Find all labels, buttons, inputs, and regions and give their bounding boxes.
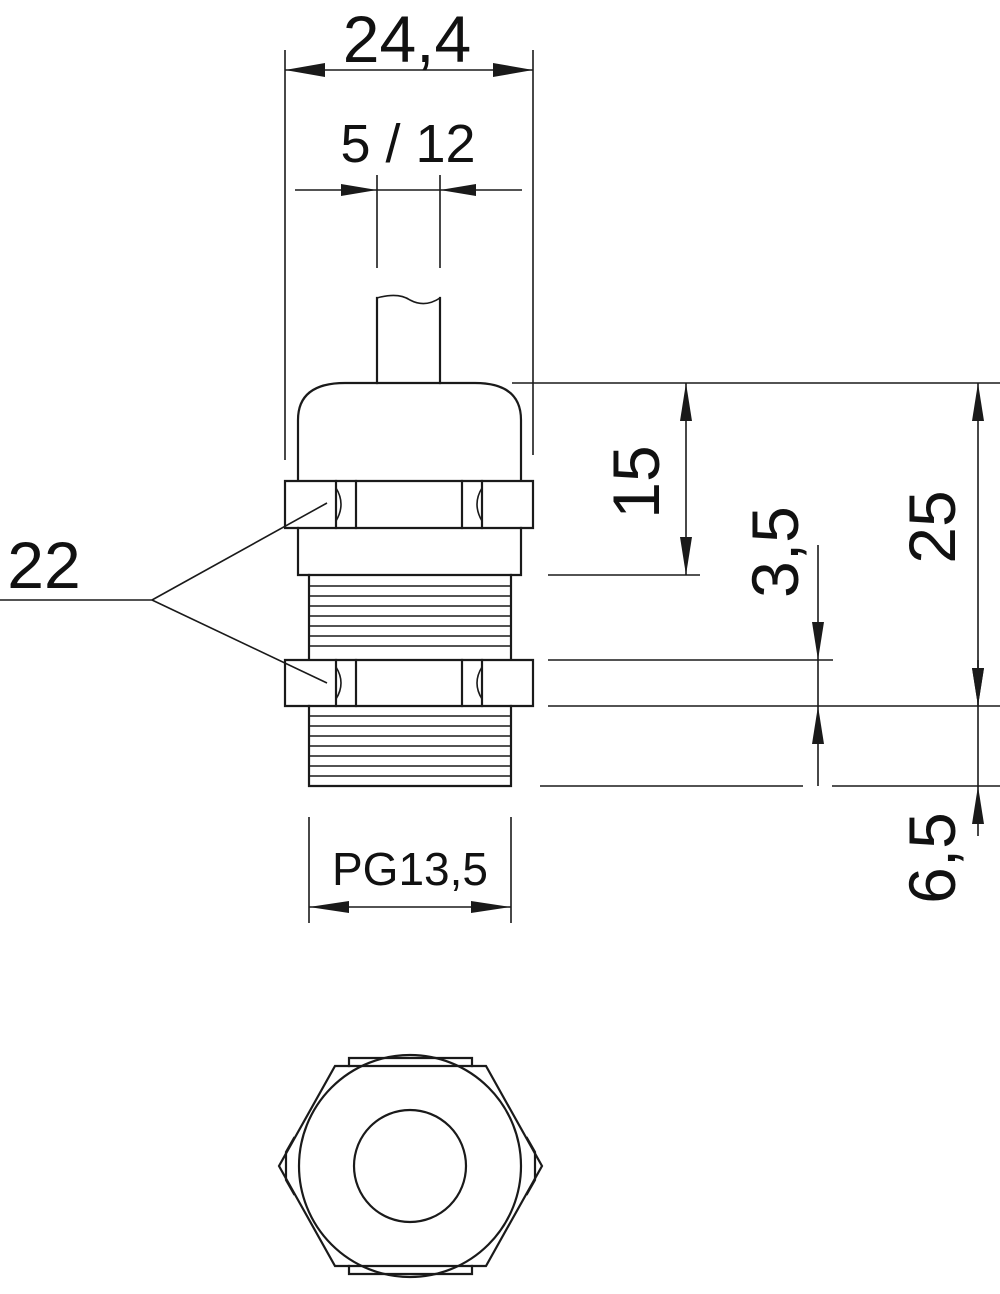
- thread-length-label: 6,5: [895, 812, 969, 904]
- cap-height-label: 15: [599, 445, 673, 518]
- extension-lines: [512, 382, 1000, 787]
- upper-hex-nut: [283, 479, 535, 530]
- lower-hex-nut: [283, 658, 535, 708]
- dimension-cap-height: 15: [599, 383, 692, 575]
- dimension-thread-length: 6,5: [895, 660, 984, 904]
- total-height-label: 25: [895, 490, 969, 563]
- dimension-locknut-height: 3,5: [738, 506, 824, 786]
- wrench-size-label: 22: [7, 528, 80, 602]
- overall-width-label: 24,4: [343, 2, 471, 76]
- dimension-wrench-size: 22: [0, 502, 328, 684]
- lower-thread: [307, 704, 513, 788]
- locknut-height-label: 3,5: [738, 506, 812, 598]
- dimension-total-height: 25: [895, 383, 984, 706]
- thread-size-label: PG13,5: [332, 843, 488, 895]
- cable-range-label: 5 / 12: [340, 114, 475, 174]
- top-view: [277, 1053, 544, 1279]
- dimension-thread-size: PG13,5: [308, 817, 512, 923]
- collar: [296, 526, 523, 577]
- dimension-cable-range: 5 / 12: [295, 114, 522, 268]
- cable: [375, 294, 442, 385]
- dimension-overall-width: 24,4: [284, 2, 534, 460]
- upper-thread: [307, 573, 513, 662]
- dome-cap: [296, 381, 523, 483]
